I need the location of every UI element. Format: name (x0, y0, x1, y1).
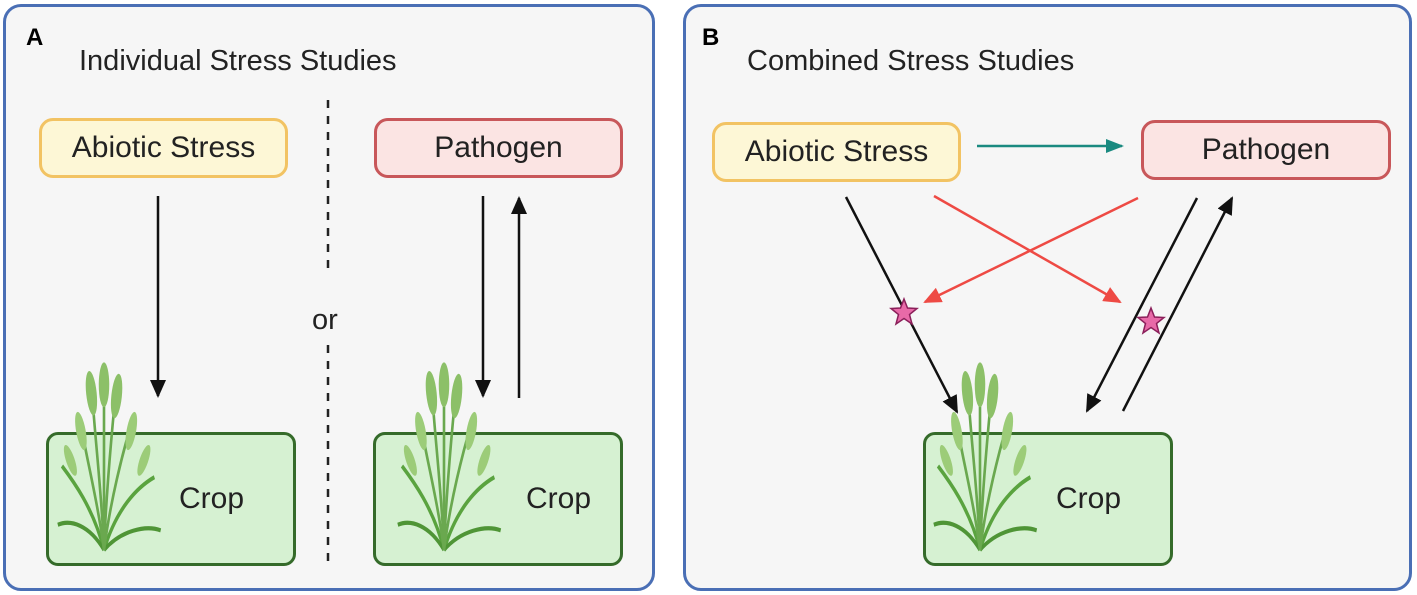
pathogen-label: Pathogen (434, 131, 563, 164)
crop-label-combined: Crop (1056, 482, 1122, 515)
or-separator-label: or (312, 304, 338, 336)
crop-box-right: Crop (373, 432, 623, 566)
crop-right-label: Crop (526, 482, 592, 515)
pathogen-box: Pathogen (374, 118, 623, 178)
panel-a-title: Individual Stress Studies (79, 45, 397, 77)
crop-box-combined: Crop (923, 432, 1173, 566)
pathogen-label-combined: Pathogen (1201, 133, 1331, 166)
abiotic-stress-label-combined: Abiotic Stress (744, 135, 929, 168)
panel-letter-b: B (702, 24, 720, 51)
abiotic-stress-box-combined: Abiotic Stress (712, 122, 961, 182)
abiotic-stress-label: Abiotic Stress (71, 131, 256, 164)
pathogen-box-combined: Pathogen (1141, 120, 1391, 180)
abiotic-stress-box: Abiotic Stress (39, 118, 288, 178)
panel-letter-a: A (26, 24, 44, 51)
crop-box-left: Crop (46, 432, 296, 566)
panel-b-title: Combined Stress Studies (747, 45, 1075, 77)
crop-left-label: Crop (179, 482, 245, 515)
panel-b: B Combined Stress Studies Abiotic Stress… (683, 4, 1412, 591)
panel-a: A Individual Stress Studies Abiotic Stre… (3, 4, 655, 591)
